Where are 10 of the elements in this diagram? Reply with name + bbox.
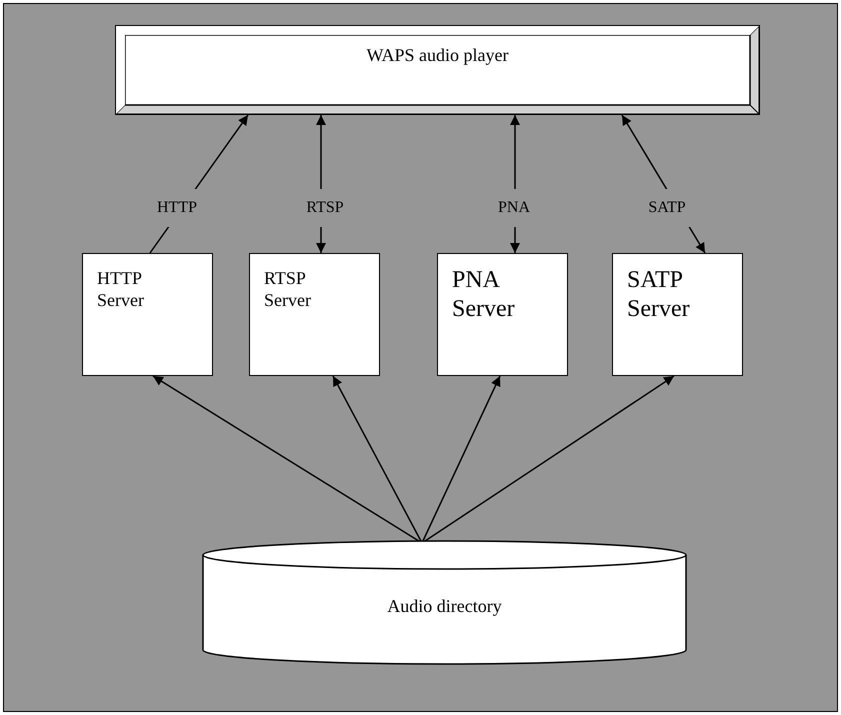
node-label: RTSP Server [264,268,312,312]
node-label: PNA Server [452,266,516,324]
node-label: Audio directory [386,596,503,617]
server-box [437,253,568,376]
server-box [249,253,380,376]
server-box [82,253,213,376]
node-label: HTTP Server [97,268,145,312]
server-box [612,253,743,376]
node-label: SATP Server [627,266,691,324]
node-label: WAPS audio player [366,45,510,66]
